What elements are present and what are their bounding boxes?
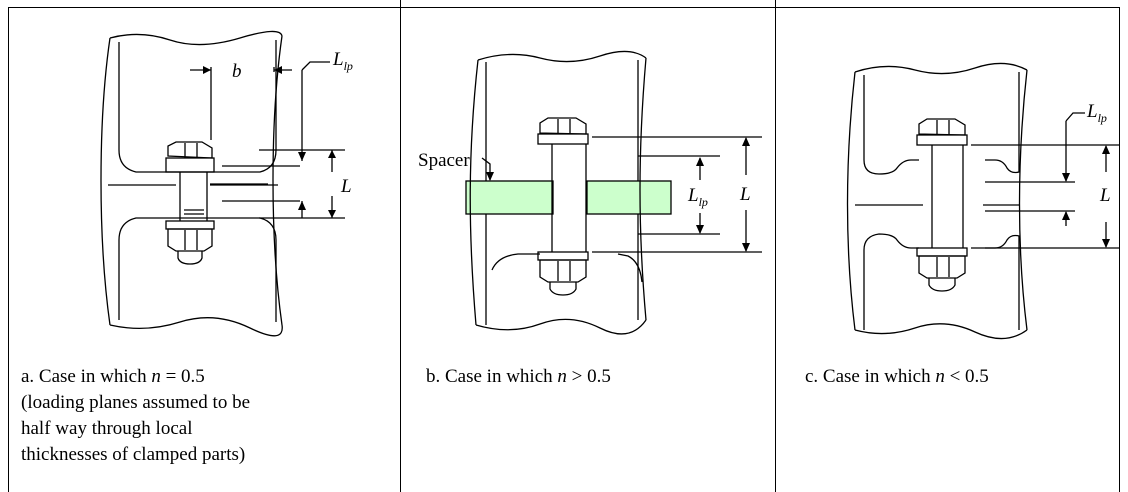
bolt-head: [539, 117, 587, 135]
caption-a-rel: = 0.5: [160, 366, 205, 387]
spacer-left: [465, 180, 554, 215]
break-line-top: [109, 30, 283, 46]
caption-b-prefix: b. Case in which: [426, 366, 558, 387]
caption-a-var: n: [151, 366, 161, 387]
label-spacer: Spacer: [418, 150, 470, 171]
caption-c-var: n: [935, 366, 945, 387]
beam-outer-left-edge: [469, 59, 479, 326]
frame-left-border: [8, 7, 9, 492]
upper-pocket-right: [985, 72, 1020, 174]
bolt-nut: [918, 255, 966, 279]
label-llp-sub: lp: [344, 59, 353, 73]
break-line-bottom: [109, 317, 283, 337]
caption-c-rel: < 0.5: [944, 366, 989, 387]
frame-right-border: [1119, 7, 1120, 492]
break-line-bottom: [854, 323, 1028, 340]
beam-outer-left-edge: [846, 71, 856, 331]
upper-pocket: [863, 75, 919, 175]
beam-outer-right-edge: [272, 35, 283, 326]
bolt-washer-top: [165, 157, 215, 173]
caption-c: c. Case in which n < 0.5: [805, 364, 989, 390]
dim-llp-leader: [301, 61, 330, 71]
beam-outer-left-edge: [100, 37, 111, 326]
panel-b-drawing: Spacer Llp L: [418, 50, 762, 335]
caption-a-note-1: (loading planes assumed to be: [21, 392, 251, 413]
label-llp-main: L: [1086, 101, 1098, 122]
beam-outer-right-edge: [639, 57, 647, 321]
label-llp: Llp: [687, 185, 708, 209]
caption-a: a. Case in which n = 0.5 (loading planes…: [21, 364, 250, 468]
label-llp-main: L: [332, 49, 344, 70]
frame-divider-1: [400, 0, 401, 492]
label-l: L: [340, 176, 352, 197]
caption-a-note-3: thicknesses of clamped parts): [21, 444, 246, 465]
caption-a-prefix: a. Case in which: [21, 366, 152, 387]
bolt-tip: [928, 278, 956, 292]
panel-a: b Llp L a. Case in which n = 0.5 (loadin…: [0, 0, 400, 492]
bolt-washer-top: [916, 134, 968, 146]
break-line-top: [477, 50, 647, 63]
panel-b: Spacer Llp L b. Case in which n > 0.5: [400, 0, 775, 492]
label-b: b: [232, 61, 242, 82]
break-line-top: [854, 62, 1028, 75]
label-llp-sub: lp: [1098, 111, 1107, 125]
break-line-bottom: [475, 318, 647, 335]
spacer-right: [586, 180, 672, 215]
lower-pocket: [118, 217, 277, 322]
bolt-nut: [539, 259, 587, 283]
bolt-head: [167, 141, 213, 159]
label-llp-sub: lp: [699, 195, 708, 209]
dim-llp-leader: [1065, 112, 1085, 122]
bolt-nut: [167, 228, 213, 252]
lower-pocket-right: [985, 234, 1020, 330]
frame-top-border: [8, 7, 1120, 8]
lower-pocket: [863, 233, 919, 330]
caption-b-var: n: [557, 366, 567, 387]
caption-b: b. Case in which n > 0.5: [426, 364, 611, 390]
panel-c-drawing: Llp L: [846, 62, 1120, 340]
label-l: L: [739, 184, 751, 205]
panel-c: Llp L c. Case in which n < 0.5: [775, 0, 1128, 492]
lower-flange-curve-left: [491, 253, 540, 271]
bolt-washer-bottom: [537, 251, 589, 261]
label-llp: Llp: [332, 49, 353, 73]
panel-a-drawing: b Llp L: [100, 30, 353, 337]
bolt-tip: [549, 282, 577, 296]
bolt-head: [918, 118, 966, 136]
label-l: L: [1099, 185, 1111, 206]
frame-divider-2: [775, 0, 776, 492]
lower-flange-curve-right: [617, 253, 643, 283]
bolt-washer-bottom: [165, 220, 215, 230]
caption-a-note-2: half way through local: [21, 418, 193, 439]
caption-b-rel: > 0.5: [566, 366, 611, 387]
bolt-washer-bottom: [916, 247, 968, 257]
beam-outer-right-edge: [1018, 69, 1028, 331]
caption-c-prefix: c. Case in which: [805, 366, 936, 387]
bolt-washer-top: [537, 133, 589, 145]
label-llp-main: L: [687, 185, 699, 206]
bolt-tip: [177, 251, 203, 265]
label-llp: Llp: [1086, 101, 1107, 125]
